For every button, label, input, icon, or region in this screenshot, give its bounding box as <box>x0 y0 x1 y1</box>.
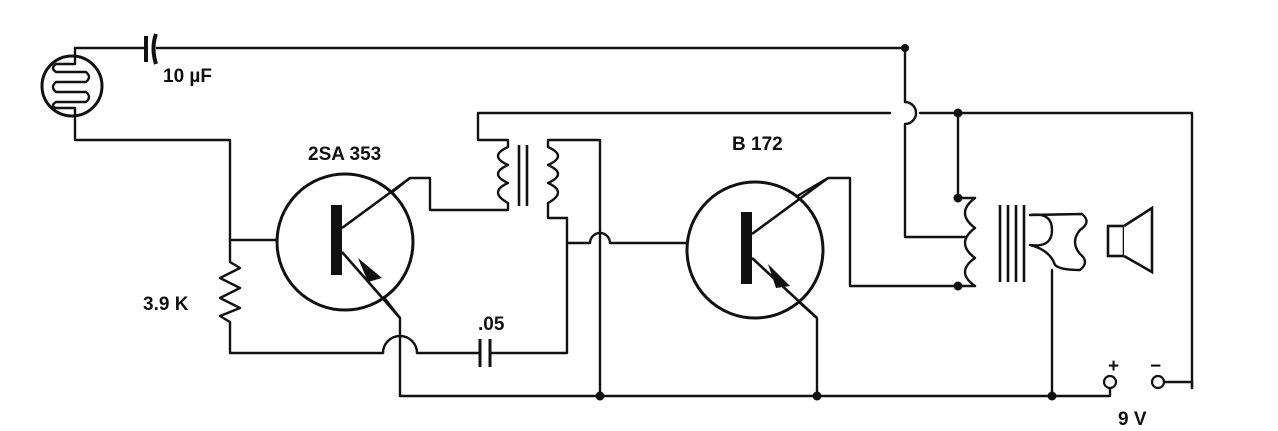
wire-ground-bus <box>398 386 1112 398</box>
transistor-1-label: 2SA 353 <box>308 144 381 165</box>
output-transformer-icon <box>963 196 1088 288</box>
battery-plus-sign: + <box>1108 356 1119 377</box>
junctions <box>595 44 1057 401</box>
junction-node <box>953 108 963 118</box>
transistor-2-icon <box>685 176 829 320</box>
junction-node <box>1047 391 1057 401</box>
transistor-2-label: B 172 <box>732 134 783 155</box>
battery-minus-sign: − <box>1150 356 1161 377</box>
junction-node <box>812 391 822 401</box>
transformer-icon <box>496 145 560 206</box>
resistor-icon <box>218 260 242 324</box>
battery-terminals <box>1102 374 1194 390</box>
capacitor-in-label: 10 µF <box>163 66 212 87</box>
battery-voltage-label: 9 V <box>1118 409 1147 430</box>
junction-node <box>953 281 963 291</box>
speaker-icon <box>1106 205 1154 275</box>
transistor-1-icon <box>275 172 415 319</box>
wire-supply-top-2 <box>918 111 1194 390</box>
wire-resistor-bottom <box>228 320 385 355</box>
wire-t2-collector <box>780 176 960 288</box>
junction-node <box>595 391 605 401</box>
wire-secondary-bottom <box>546 201 569 220</box>
capacitor-icon <box>144 33 158 65</box>
wire-photocell-base <box>73 113 332 242</box>
resistor-label: 3.9 K <box>143 294 189 315</box>
wire-to-cap05 <box>415 216 569 355</box>
wire-t2-base <box>565 231 744 245</box>
capacitor-small-icon <box>478 339 492 367</box>
terminal-minus-icon <box>1150 374 1166 390</box>
wire-supply-top <box>476 111 892 149</box>
photocell-icon <box>40 54 104 118</box>
terminal-plus-icon <box>1102 374 1118 390</box>
junction-node <box>953 193 963 203</box>
wire-out-primary-top <box>956 111 977 200</box>
capacitor-small-label: .05 <box>478 314 505 335</box>
junction-node <box>901 44 909 52</box>
wire-feedback-down <box>903 100 967 239</box>
wire-secondary-top <box>546 138 602 398</box>
